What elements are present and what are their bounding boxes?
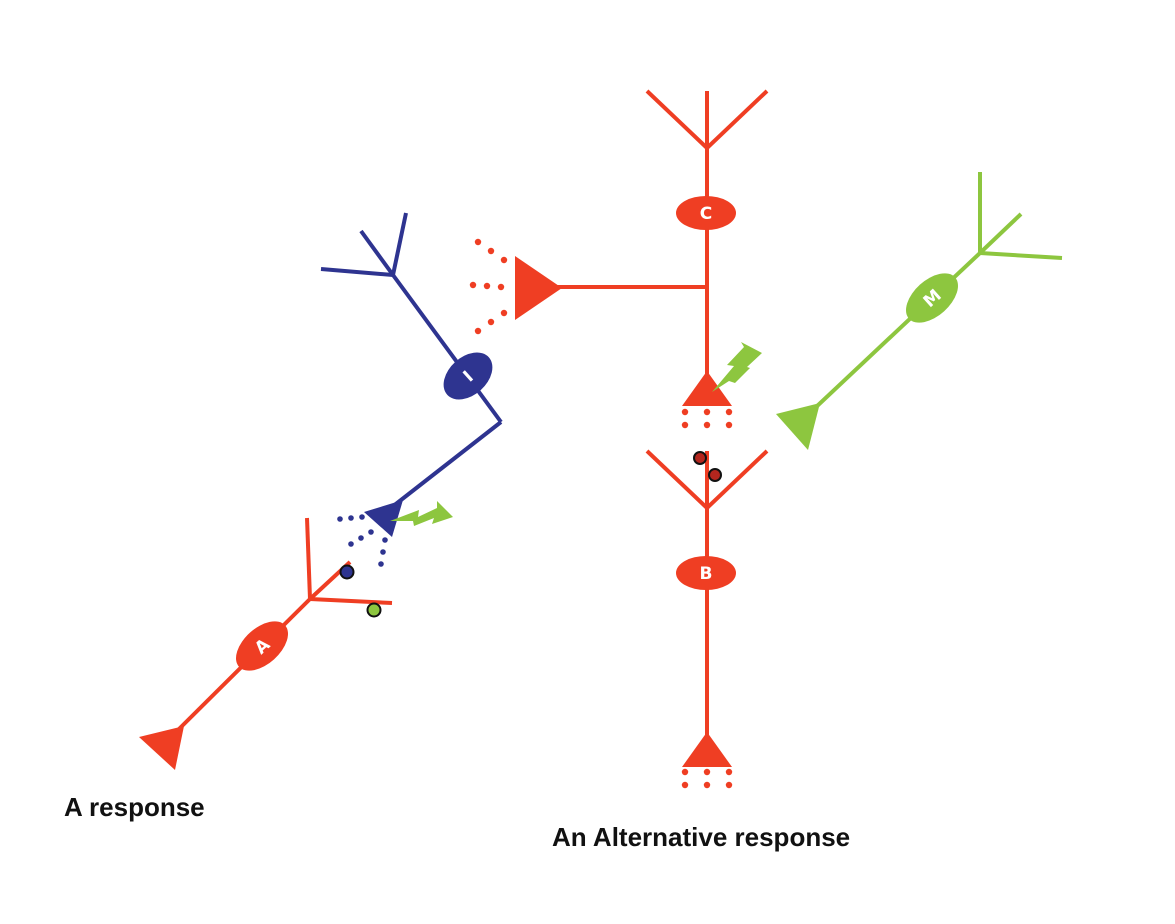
neuron-c-label: C bbox=[700, 204, 712, 224]
neuron-m-dendrite-right bbox=[979, 251, 1063, 260]
neuron-b-axon-terminal bbox=[682, 732, 732, 767]
neuron-c-terminal-release-dots bbox=[681, 408, 733, 429]
neuron-m-axon bbox=[813, 251, 982, 410]
neuron-c-collateral-release-dots bbox=[469, 238, 508, 335]
lightning-bolt-icon bbox=[390, 501, 453, 526]
neuron-m-axon-terminal bbox=[776, 403, 820, 450]
neuron-c bbox=[555, 89, 769, 380]
neuron-b-dendrite-right bbox=[705, 449, 769, 510]
neuron-i bbox=[320, 212, 503, 509]
neuron-b-body bbox=[676, 556, 736, 590]
receptor-dot bbox=[708, 468, 722, 482]
neuron-i-axon-lower bbox=[390, 420, 503, 509]
neuron-b-label: B bbox=[700, 564, 713, 584]
neuron-i-axon-upper bbox=[391, 273, 503, 424]
neuron-i-body bbox=[443, 352, 493, 400]
neuron-c-dendrite-left bbox=[645, 89, 709, 150]
neuron-a-dendrite-up bbox=[305, 517, 312, 600]
neuron-a bbox=[176, 517, 393, 732]
neuron-a-dendrite-right bbox=[309, 597, 393, 605]
neuron-m-body bbox=[906, 273, 958, 323]
neuron-i-terminal-release-dots bbox=[337, 514, 388, 567]
caption-left: A response bbox=[64, 792, 205, 822]
lightning-bolt-icon bbox=[712, 342, 762, 392]
neuron-a-body bbox=[236, 621, 288, 671]
neuron-c-body bbox=[676, 196, 736, 230]
neuron-i-axon-terminal bbox=[364, 500, 403, 537]
neuron-c-axon-terminal bbox=[682, 371, 732, 406]
receptor-dot bbox=[339, 564, 355, 580]
neuron-b-terminal-release-dots bbox=[681, 768, 733, 789]
neuron-m-dendrite-mid bbox=[978, 212, 1023, 255]
neuron-i-dendrite-up bbox=[391, 212, 408, 276]
neuron-b bbox=[645, 449, 769, 740]
caption-right: An Alternative response bbox=[552, 822, 851, 852]
receptor-dot bbox=[366, 602, 382, 618]
neuron-b-dendrite-left bbox=[645, 449, 709, 510]
neuron-i-dendrite-mid bbox=[359, 229, 395, 277]
neuron-a-axon-terminal bbox=[139, 726, 184, 770]
neuron-i-dendrite-left bbox=[320, 267, 394, 277]
neuron-c-collateral-terminal bbox=[515, 256, 562, 320]
receptor-dot bbox=[693, 451, 707, 465]
neuron-c-dendrite-right bbox=[705, 89, 769, 150]
